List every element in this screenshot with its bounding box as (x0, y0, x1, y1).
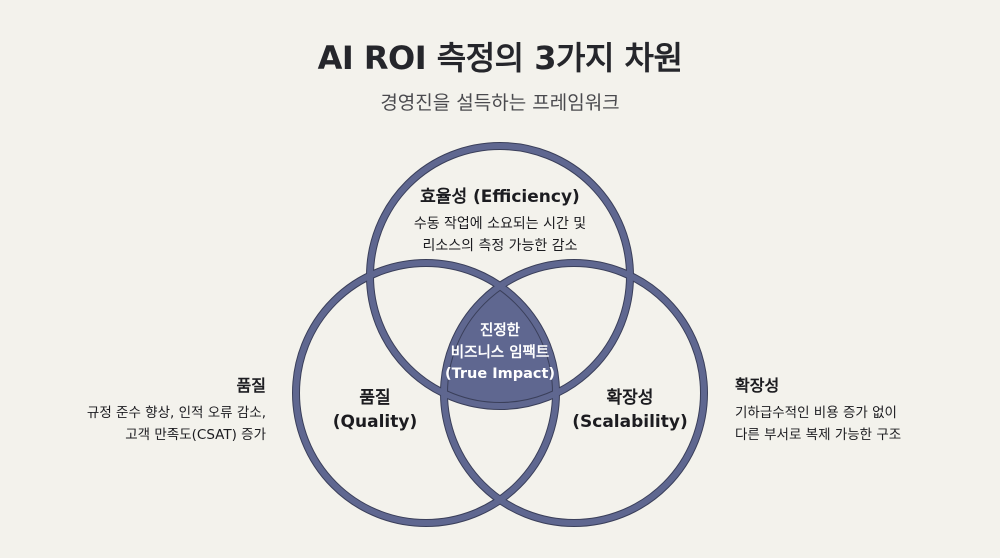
scalability-label: 확장성 (Scalability) (560, 386, 700, 434)
efficiency-desc-line1: 수동 작업에 소요되는 시간 및 (413, 216, 587, 232)
quality-side-note: 품질 규정 준수 향상, 인적 오류 감소, 고객 만족도(CSAT) 증가 (40, 374, 266, 446)
quality-side-desc-line1: 규정 준수 향상, 인적 오류 감소, (86, 405, 266, 421)
center-line3: (True Impact) (444, 366, 556, 382)
scalability-side-desc-line1: 기하급수적인 비용 증가 없이 (735, 405, 897, 421)
page-subtitle: 경영진을 설득하는 프레임워크 (380, 92, 620, 114)
quality-title-en: (Quality) (332, 412, 418, 432)
efficiency-label: 효율성 (Efficiency) 수동 작업에 소요되는 시간 및 리소스의 측… (380, 185, 620, 257)
scalability-title-en: (Scalability) (572, 412, 688, 432)
quality-side-title: 품질 (236, 376, 266, 395)
scalability-side-desc-line2: 다른 부서로 복제 가능한 구조 (735, 427, 902, 443)
quality-title-ko: 품질 (359, 388, 391, 408)
scalability-side-title: 확장성 (735, 376, 780, 395)
quality-label: 품질 (Quality) (320, 386, 430, 434)
scalability-side-note: 확장성 기하급수적인 비용 증가 없이 다른 부서로 복제 가능한 구조 (735, 374, 975, 446)
quality-side-desc-line2: 고객 만족도(CSAT) 증가 (125, 427, 266, 443)
scalability-title-ko: 확장성 (606, 388, 654, 408)
efficiency-title: 효율성 (Efficiency) (420, 187, 580, 207)
center-line2: 비즈니스 임팩트 (450, 344, 550, 361)
page-title: AI ROI 측정의 3가지 차원 (317, 39, 683, 77)
true-impact-label: 진정한 비즈니스 임팩트 (True Impact) (430, 321, 570, 386)
center-line1: 진정한 (479, 323, 521, 339)
center-intersection (444, 263, 556, 406)
efficiency-desc-line2: 리소스의 측정 가능한 감소 (422, 238, 578, 254)
